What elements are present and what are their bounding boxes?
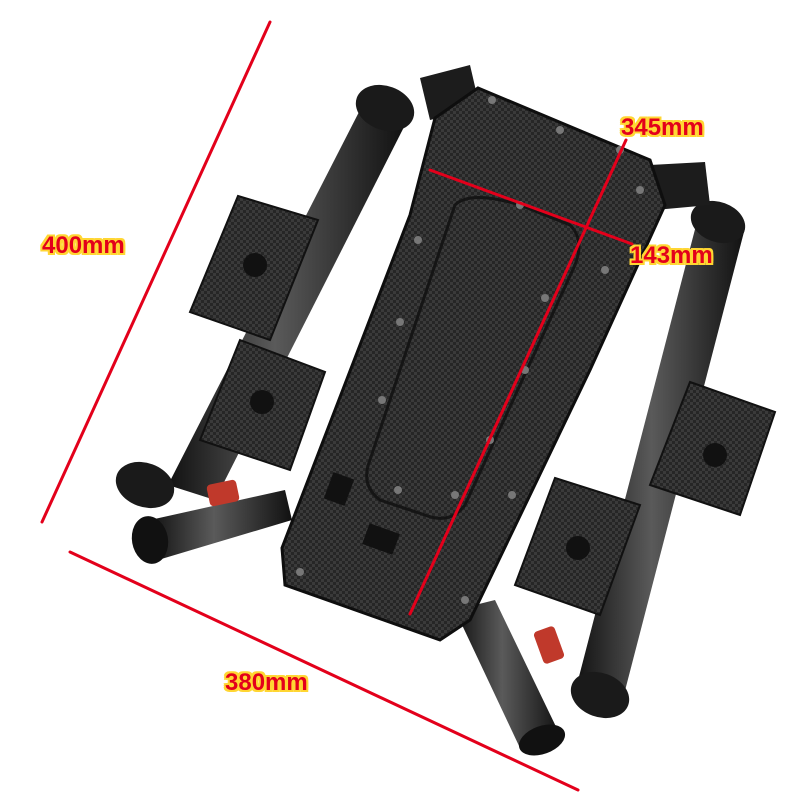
plate-width-dimension-line	[428, 168, 634, 246]
height-dimension-label: 400mm	[42, 232, 125, 259]
plate-length-dimension-label: 345mm	[621, 114, 704, 141]
main-carbon-plate	[280, 86, 667, 642]
plate-length-dimension-line	[408, 138, 628, 616]
height-dimension-line	[40, 20, 272, 524]
lower-arms	[131, 479, 566, 756]
width-dimension-line	[68, 550, 580, 792]
width-dimension-label: 380mm	[225, 669, 308, 696]
plate-width-dimension-label: 143mm	[630, 242, 713, 269]
left-motor-mounts	[188, 194, 327, 472]
dimension-lines	[40, 20, 634, 792]
right-motor-mounts	[513, 380, 777, 617]
